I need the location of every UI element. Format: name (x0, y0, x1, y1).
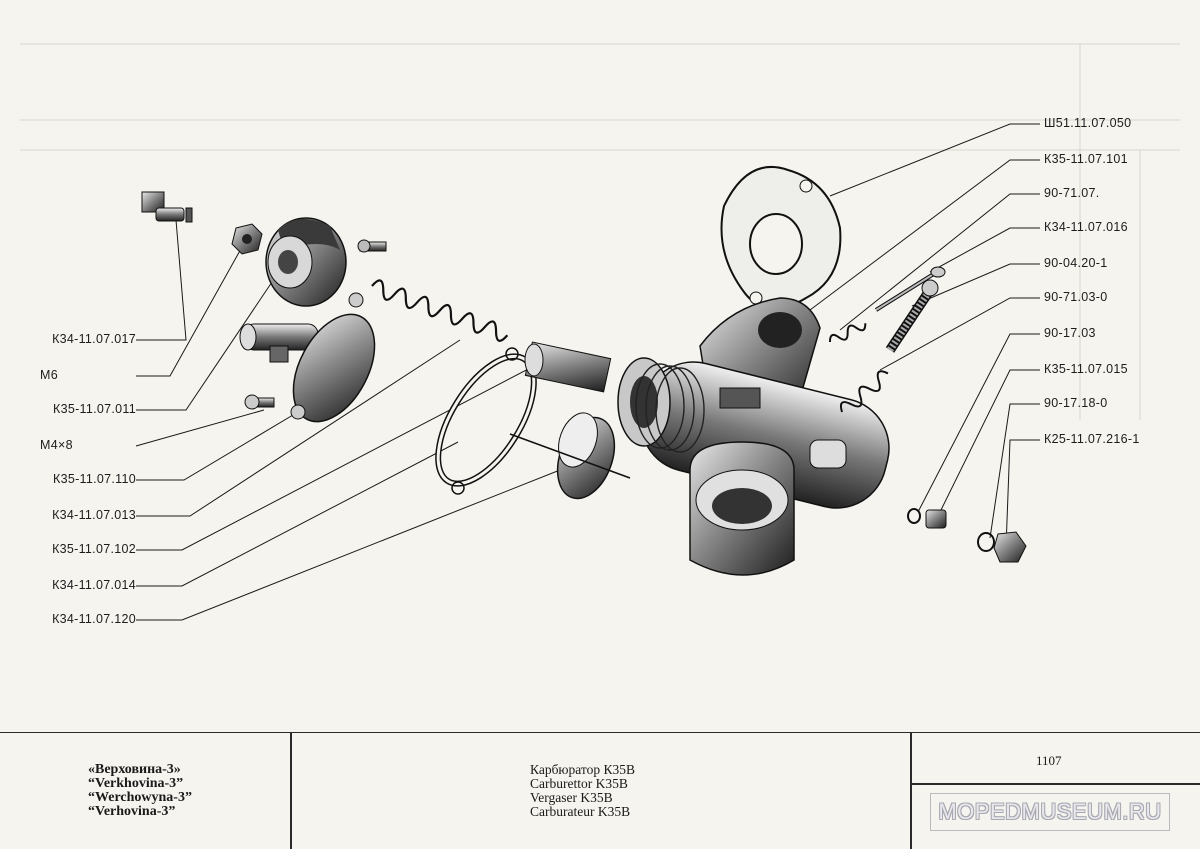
callout-left-8: К34-11.07.014 (52, 578, 136, 592)
callout-right-6: 90-71.03-0 (1044, 290, 1108, 304)
title-block: «Верховина-3» “Verkhovina-3” “Werchowyna… (0, 732, 1200, 849)
callout-right-1: Ш51.11.07.050 (1044, 116, 1132, 130)
adjusting-screw-part (141, 191, 193, 223)
callout-left-4: М4×8 (40, 438, 73, 452)
gasket-part (435, 347, 537, 495)
callout-left-3: К35-11.07.011 (52, 402, 136, 416)
site-watermark: MOPEDMUSEUM.RU (930, 793, 1170, 831)
flange-gasket-part (720, 165, 842, 310)
part-names: Карбюратор К35В Carburettor K35B Vergase… (530, 763, 635, 819)
callout-left-6: К34-11.07.013 (52, 508, 136, 522)
callout-right-8: К35-11.07.015 (1044, 362, 1128, 376)
callout-right-5: 90-04.20-1 (1044, 256, 1108, 270)
callout-right-3: 90-71.07. (1044, 186, 1100, 200)
model-names: «Верховина-3» “Verkhovina-3” “Werchowyna… (88, 763, 192, 819)
throttle-cap-part (265, 217, 347, 307)
screw-m4x8-part (244, 394, 275, 410)
sheet-number: 1107 (1036, 753, 1062, 768)
part-name-en: Carburettor K35B (530, 776, 628, 791)
callout-right-2: К35-11.07.101 (1044, 152, 1128, 166)
callout-left-1: К34-11.07.017 (52, 332, 136, 346)
washer-part (907, 508, 921, 524)
drain-plug-part (977, 531, 1027, 563)
nut-m6-part (231, 223, 263, 255)
leader-lines (135, 123, 1040, 621)
callout-right-7: 90-17.03 (1044, 326, 1096, 340)
callout-right-9: 90-17.18-0 (1044, 396, 1108, 410)
throttle-valve-part (524, 341, 612, 393)
title-block-divider (290, 733, 292, 849)
float-chamber-cup-part (509, 412, 631, 500)
model-name-de: “Werchowyna-3” (88, 790, 192, 805)
callout-left-2: М6 (40, 368, 58, 382)
callout-left-9: К34-11.07.120 (52, 612, 136, 626)
bleed-through-lines (20, 43, 1180, 420)
mixture-screw-part (885, 279, 939, 353)
fuel-fitting-part (239, 323, 319, 363)
callout-right-10: К25-11.07.216-1 (1044, 432, 1140, 446)
small-spring-part (828, 323, 889, 413)
throttle-spring-part (371, 279, 509, 342)
model-name-ru: «Верховина-3» (88, 762, 181, 777)
carburettor-body-part (617, 297, 890, 576)
part-name-ru: Карбюратор К35В (530, 762, 636, 777)
cap-screw-part (357, 239, 387, 253)
idle-screw-part (874, 266, 946, 312)
callout-right-4: К34-11.07.016 (1044, 220, 1128, 234)
callout-left-5: К35-11.07.110 (52, 472, 136, 486)
exploded-view-illustration (20, 43, 1180, 621)
title-block-divider (910, 733, 912, 849)
cover-plate-part (290, 292, 376, 423)
title-block-divider (910, 783, 1200, 785)
part-name-de: Vergaser K35B (530, 790, 613, 805)
part-name-fr: Carburateur K35B (530, 804, 631, 819)
model-name-en: “Verkhovina-3” (88, 776, 184, 791)
needle-jet-part (925, 509, 947, 529)
model-name-fr: “Verhovina-3” (88, 804, 176, 819)
callout-left-7: К35-11.07.102 (52, 542, 136, 556)
